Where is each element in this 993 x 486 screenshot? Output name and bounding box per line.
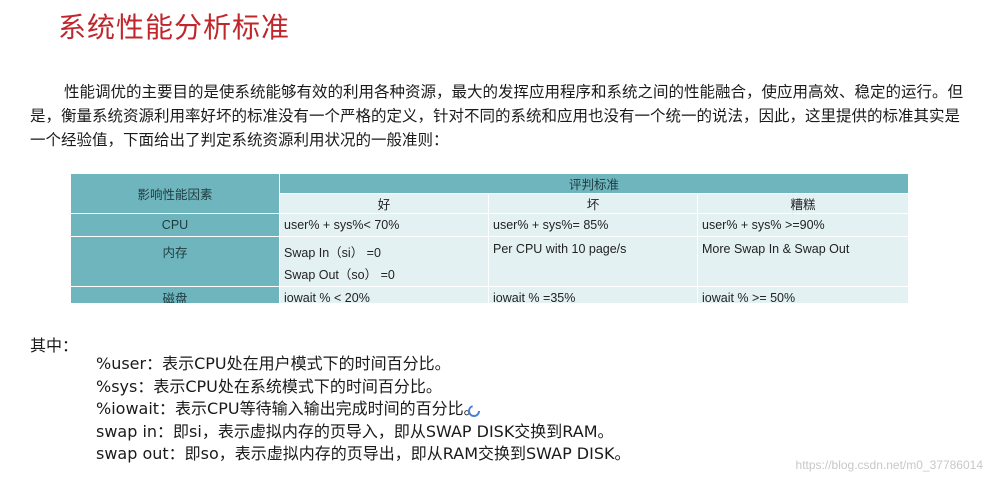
note-user: %user：表示CPU处在用户模式下的时间百分比。 bbox=[96, 354, 451, 373]
level-bad-header: 坏 bbox=[488, 193, 698, 214]
disk-good-value: iowait % < 20% bbox=[279, 286, 489, 303]
disk-terrible-value: iowait % >= 50% bbox=[697, 286, 908, 303]
note-iowait: %iowait：表示CPU等待输入输出完成时间的百分比。 bbox=[96, 399, 480, 418]
notes-list: %user：表示CPU处在用户模式下的时间百分比。 %sys：表示CPU处在系统… bbox=[96, 353, 631, 466]
memory-bad-value: Per CPU with 10 page/s bbox=[488, 236, 698, 287]
slide-title: 系统性能分析标准 bbox=[58, 11, 291, 44]
memory-good-swap-in: Swap In（si） =0 bbox=[284, 246, 381, 260]
watermark: https://blog.csdn.net/m0_37786014 bbox=[795, 458, 983, 472]
factor-memory: 内存 bbox=[70, 236, 280, 287]
note-sys: %sys：表示CPU处在系统模式下的时间百分比。 bbox=[96, 376, 442, 396]
level-good-header: 好 bbox=[279, 193, 489, 214]
note-swap-out: swap out：即so，表示虚拟内存的页导出，即从RAM交换到SWAP DIS… bbox=[96, 444, 631, 463]
table-row-memory: 内存 Swap In（si） =0 Swap Out（so） =0 Per CP… bbox=[70, 236, 908, 287]
factor-header: 影响性能因素 bbox=[70, 173, 280, 214]
table-row-disk: 磁盘 iowait % < 20% iowait % =35% iowait %… bbox=[70, 286, 908, 303]
note-swap-in: swap in：即si，表示虚拟内存的页导入，即从SWAP DISK交换到RAM… bbox=[96, 421, 614, 441]
memory-good-value: Swap In（si） =0 Swap Out（so） =0 bbox=[279, 236, 489, 287]
notes-heading: 其中： bbox=[30, 336, 79, 355]
cpu-bad-value: user% + sys%= 85% bbox=[488, 213, 698, 237]
factor-disk: 磁盘 bbox=[70, 286, 280, 303]
memory-good-swap-out: Swap Out（so） =0 bbox=[284, 268, 395, 282]
memory-terrible-value: More Swap In & Swap Out bbox=[697, 236, 908, 287]
busy-cursor-icon bbox=[468, 405, 480, 417]
cpu-terrible-value: user% + sys% >=90% bbox=[697, 213, 908, 237]
table-row-cpu: CPU user% + sys%< 70% user% + sys%= 85% … bbox=[70, 213, 908, 237]
cpu-good-value: user% + sys%< 70% bbox=[279, 213, 489, 237]
factor-cpu: CPU bbox=[70, 213, 280, 237]
performance-standard-table: 影响性能因素 评判标准 好 坏 糟糕 CPU user% + sys%< 70%… bbox=[70, 173, 908, 303]
level-terrible-header: 糟糕 bbox=[697, 193, 908, 214]
performance-standard-table-wrapper: 影响性能因素 评判标准 好 坏 糟糕 CPU user% + sys%< 70%… bbox=[70, 173, 908, 303]
intro-paragraph: 性能调优的主要目的是使系统能够有效的利用各种资源，最大的发挥应用程序和系统之间的… bbox=[30, 83, 964, 149]
criteria-header: 评判标准 bbox=[279, 173, 908, 194]
disk-bad-value: iowait % =35% bbox=[488, 286, 698, 303]
